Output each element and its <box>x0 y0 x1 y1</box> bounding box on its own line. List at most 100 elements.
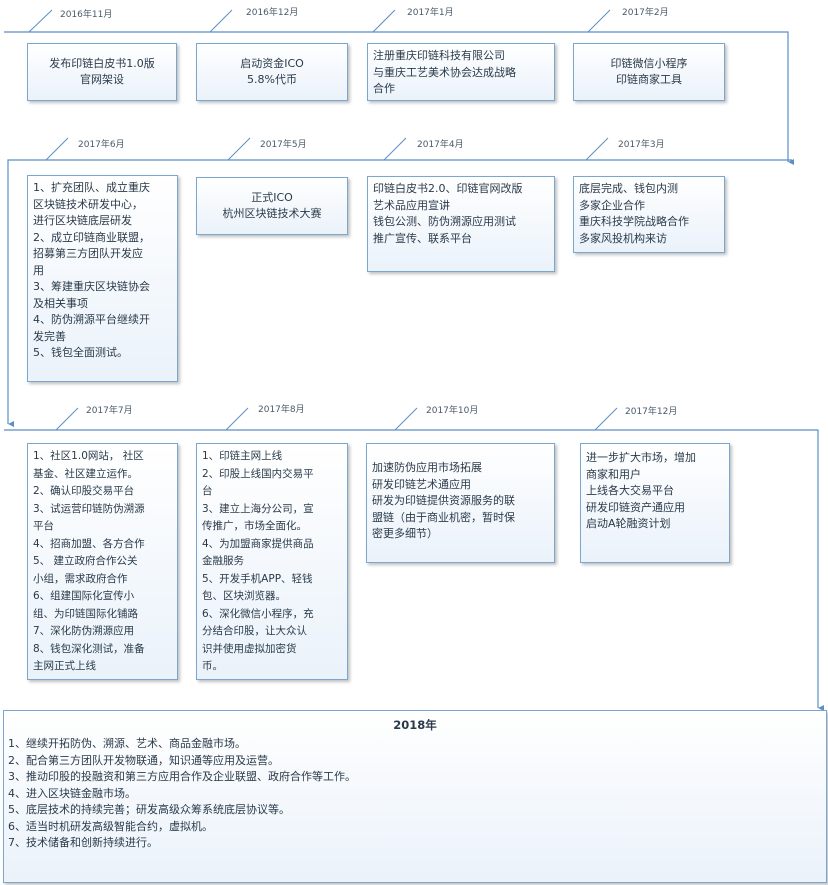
date-label: 2017年5月 <box>260 140 307 150</box>
milestone-box: 底层完成、钱包内测 多家企业合作 重庆科技学院战略合作 多家风投机构来访 <box>573 176 725 253</box>
date-label: 2017年3月 <box>618 140 665 150</box>
plan-2018-title: 2018年 <box>393 718 437 732</box>
milestone-text: 2、成立印链商业联盟， <box>33 230 150 244</box>
milestone-text: 用 <box>33 263 44 277</box>
milestone-text: 研发印链艺术通应用 <box>372 477 471 491</box>
milestone-text: 与重庆工艺美术协会达成战略 <box>373 65 516 79</box>
milestone-text: 进行区块链底层研发 <box>33 214 132 227</box>
milestone-text: 及相关事项 <box>33 296 88 310</box>
milestone-text: 发布印链白皮书1.0版 <box>49 56 155 70</box>
milestone-box: 发布印链白皮书1.0版 官网架设 <box>27 43 177 101</box>
milestone-text: 5、开发手机APP、轻钱 <box>202 572 313 585</box>
milestone-text: 底层完成、钱包内测 <box>579 182 678 195</box>
milestone-text: 1、印链主网上线 <box>202 450 283 462</box>
milestone-text: 正式ICO <box>251 190 293 204</box>
milestone-text: 8、钱包深化测试，准备 <box>33 642 145 655</box>
milestone-text: 2、印股上线国内交易平 <box>202 467 314 480</box>
date-tick <box>594 407 618 431</box>
milestone-text: 传推广，市场全面化。 <box>202 520 307 532</box>
milestone-text: 1、社区1.0网站， 社区 <box>33 450 144 462</box>
milestone-text: 4、招商加盟、各方合作 <box>33 537 145 550</box>
milestone-text: 3、建立上海分公司，宣 <box>202 502 314 515</box>
milestone-text: 推广宣传、联系平台 <box>373 231 472 245</box>
milestone-text: 印链微信小程序 <box>610 56 688 70</box>
milestone-text: 台 <box>202 485 213 497</box>
milestone-text: 平台 <box>33 520 54 532</box>
plan-2018-item: 4、进入区块链金融市场。 <box>8 786 136 800</box>
milestone-text: 基金、社区建立运作。 <box>33 467 138 480</box>
milestone-text: 加速防伪应用市场拓展 <box>372 461 482 474</box>
date-label: 2017年4月 <box>417 140 464 150</box>
milestone-box: 正式ICO 杭州区块链技术大赛 <box>196 177 348 235</box>
date-label: 2017年7月 <box>86 406 133 416</box>
milestone-text: 识并使用虚拟加密货 <box>202 642 297 655</box>
milestone-text: 分结合印股，让大众认 <box>202 625 307 637</box>
date-tick <box>394 407 418 431</box>
milestone-text: 4、为加盟商家提供商品 <box>202 537 314 550</box>
milestone-text: 6、深化微信小程序，充 <box>202 607 314 620</box>
milestone-text: 钱包公测、防伪溯源应用测试 <box>373 215 516 228</box>
milestone-text: 启动资金ICO <box>240 56 304 70</box>
date-tick <box>28 9 53 33</box>
date-tick <box>585 137 609 161</box>
date-label: 2016年12月 <box>246 8 299 18</box>
milestone-text: 小组，需求政府合作 <box>33 572 128 585</box>
timeline-row2 <box>7 159 792 424</box>
milestone-text: 3、筹建重庆区块链协会 <box>33 280 150 293</box>
plan-2018-item: 2、配合第三方团队开发物联通，知识通等应用及运营。 <box>8 753 279 767</box>
milestone-text: 4、防伪溯源平台继续开 <box>33 313 150 326</box>
date-tick <box>372 9 396 33</box>
date-label: 2017年10月 <box>426 406 479 416</box>
milestone-box: 1、扩充团队、成立重庆 区块链技术研发中心， 进行区块链底层研发 2、成立印链商… <box>27 175 178 382</box>
date-label: 2016年11月 <box>60 10 113 20</box>
date-tick <box>55 407 79 431</box>
plan-2018-item: 1、继续开拓防伪、溯源、艺术、商品金融市场。 <box>8 737 246 750</box>
milestone-text: 币。 <box>202 660 223 672</box>
plan-2018-item: 5、底层技术的持续完善；研发高级众筹系统底层协议等。 <box>8 803 290 816</box>
milestone-text: 多家风投机构来访 <box>579 231 667 245</box>
milestone-text: 商家和用户 <box>586 467 641 481</box>
milestone-text: 5、钱包全面测试。 <box>33 346 128 359</box>
milestone-text: 招募第三方团队开发应 <box>33 247 143 260</box>
date-label: 2017年8月 <box>258 405 305 415</box>
milestone-box: 注册重庆印链科技有限公司 与重庆工艺美术协会达成战略 合作 <box>367 43 555 101</box>
milestone-box: 启动资金ICO 5.8%代币 <box>196 43 348 101</box>
milestone-text: 印链商家工具 <box>616 73 682 86</box>
date-tick <box>225 407 249 431</box>
milestone-text: 杭州区块链技术大赛 <box>222 207 322 220</box>
milestone-text: 进一步扩大市场，增加 <box>586 451 696 464</box>
date-tick <box>209 9 233 33</box>
milestone-box: 印链白皮书2.0、印链官网改版 艺术品应用宣讲 钱包公测、防伪溯源应用测试 推广… <box>367 176 555 272</box>
milestone-text: 金融服务 <box>202 555 244 567</box>
milestone-text: 艺术品应用宣讲 <box>373 198 450 212</box>
milestone-text: 包、区块浏览器。 <box>202 590 286 602</box>
date-tick <box>587 9 611 33</box>
date-tick <box>227 137 251 161</box>
milestone-text: 上线各大交易平台 <box>586 484 674 497</box>
milestone-box: 印链微信小程序 印链商家工具 <box>573 43 725 101</box>
milestone-box: 进一步扩大市场，增加 商家和用户 上线各大交易平台 研发印链资产通应用 启动A轮… <box>580 443 730 563</box>
date-label: 2017年1月 <box>407 8 454 18</box>
milestone-text: 合作 <box>373 82 395 95</box>
plan-2018-box: 2018年 1、继续开拓防伪、溯源、艺术、商品金融市场。 2、配合第三方团队开发… <box>3 710 827 883</box>
date-label: 2017年12月 <box>625 407 678 417</box>
date-label: 2017年6月 <box>78 140 125 150</box>
milestone-text: 重庆科技学院战略合作 <box>579 215 689 228</box>
milestone-text: 启动A轮融资计划 <box>586 517 671 530</box>
plan-2018-item: 7、技术储备和创新持续进行。 <box>8 836 158 849</box>
milestone-text: 2、确认印股交易平台 <box>33 485 135 497</box>
milestone-box: 1、印链主网上线 2、印股上线国内交易平 台 3、建立上海分公司，宣 传推广，市… <box>196 443 348 680</box>
milestone-text: 研发印链资产通应用 <box>586 500 685 514</box>
date-label: 2017年2月 <box>622 8 669 18</box>
milestone-text: 主网正式上线 <box>33 660 96 672</box>
milestone-text: 组、为印链国际化铺路 <box>33 607 138 620</box>
milestone-text: 3、试运营印链防伪溯源 <box>33 502 145 515</box>
plan-2018-item: 6、适当时机研发高级智能合约，虚拟机。 <box>8 819 213 833</box>
milestone-text: 5.8%代币 <box>247 73 297 86</box>
timeline-row1 <box>4 31 788 162</box>
milestone-text: 6、组建国际化宣传小 <box>33 590 135 602</box>
milestone-text: 7、深化防伪溯源应用 <box>33 625 135 637</box>
plan-2018-item: 3、推动印股的投融资和第三方应用合作及企业联盟、政府合作等工作。 <box>8 770 356 783</box>
milestone-box: 加速防伪应用市场拓展 研发印链艺术通应用 研发为印链提供资源服务的联 盟链（由于… <box>366 443 555 563</box>
